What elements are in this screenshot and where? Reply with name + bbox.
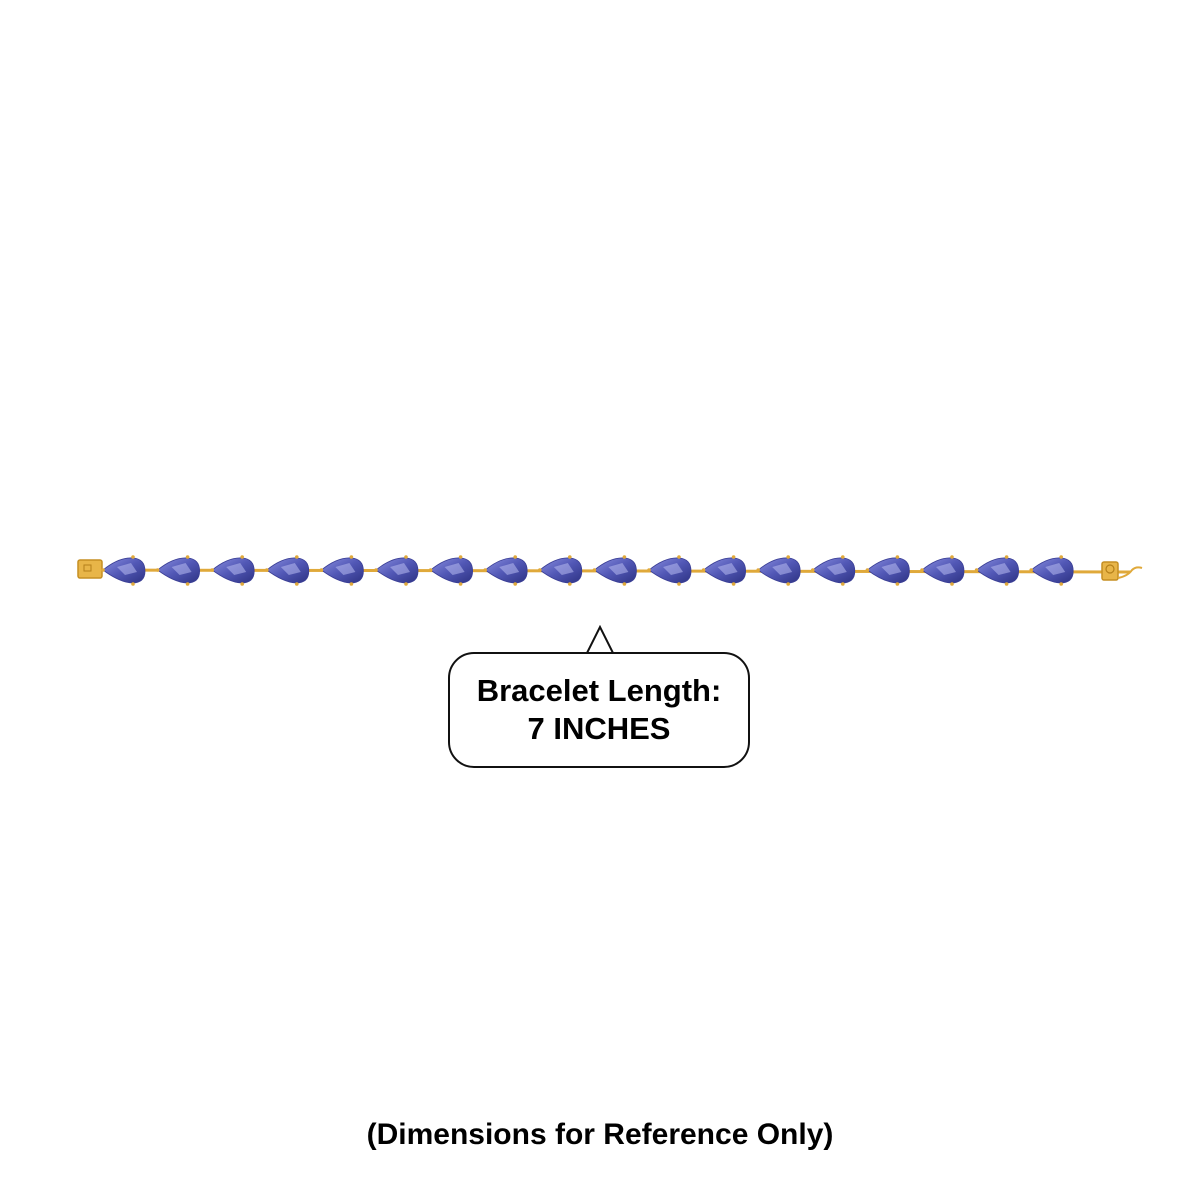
left-clasp <box>77 559 103 579</box>
callout-value: 7 INCHES <box>527 711 671 746</box>
bracelet-image <box>77 555 1143 586</box>
right-clasp <box>1101 561 1143 581</box>
length-callout: Bracelet Length: 7 INCHES <box>448 652 750 768</box>
callout-pointer <box>585 625 615 655</box>
callout-title: Bracelet Length: <box>476 673 722 708</box>
disclaimer-text: (Dimensions for Reference Only) <box>366 1118 834 1151</box>
